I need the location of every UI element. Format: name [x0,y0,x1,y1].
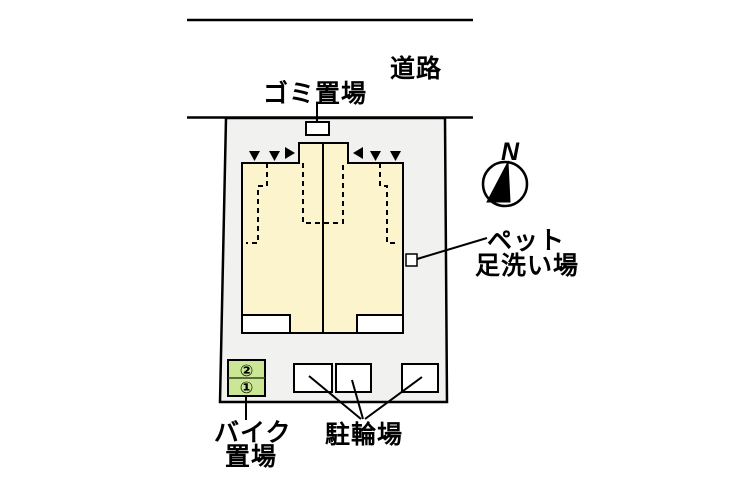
north-compass-icon: N [481,138,529,208]
bike-area-label-line1: バイク [214,419,292,447]
bike-area-label-line2: 置場 [225,443,277,471]
bike-slot-upper-label: ② [240,363,254,380]
road-label: 道路 [390,54,442,83]
building-dashed-outline-center [302,163,344,224]
garbage-area-label: ゴミ置場 [263,79,367,108]
marker-triangle-down-icon [269,151,280,161]
marker-triangle-down-icon [370,151,381,161]
marker-triangle-left-icon [353,147,363,159]
bicycle-parking-area: 駐輪場 [293,363,439,449]
pet-wash-leader-line [416,237,488,260]
bicycle-leader-line-2 [351,379,364,420]
bicycle-leader-line-1 [308,375,362,420]
bike-parking-area: ② ① バイク 置場 [214,359,292,471]
boundary-marker-triangles [249,147,401,161]
pet-wash-box [405,253,418,267]
compass-north-label: N [501,138,520,166]
compass-needle [486,160,511,203]
bicycle-area-label: 駐輪場 [325,420,403,449]
bike-slot-lower-label: ① [240,380,254,397]
building-dashed-outline-right [379,163,399,244]
marker-triangle-down-icon [249,151,260,161]
building-notch-left [241,314,291,334]
pet-wash-label-line1: ペット [487,227,565,255]
marker-triangle-right-icon [285,147,295,159]
building-dashed-outline-left [246,163,268,244]
pet-wash-label-line2: 足洗い場 [475,252,579,280]
bicycle-leader-line-3 [364,376,423,420]
garbage-box [305,121,330,136]
bicycle-box-1 [293,363,333,393]
building-notch-right [356,314,404,334]
marker-triangle-down-icon [390,151,401,161]
